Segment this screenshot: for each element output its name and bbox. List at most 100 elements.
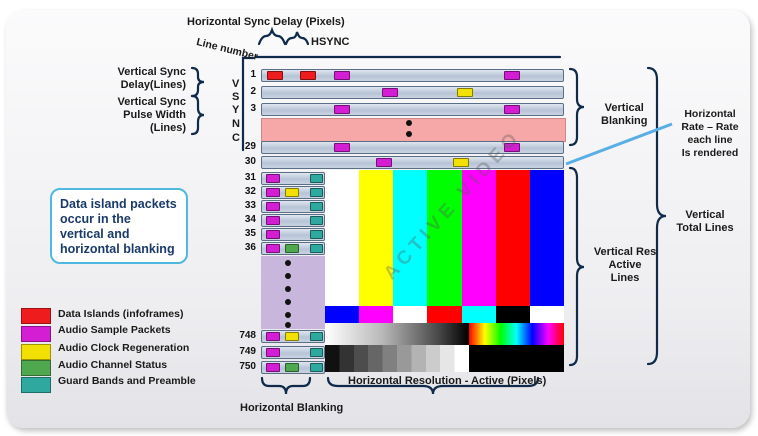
horizontal-res-active-label: Horizontal Resolution - Active (Pixels): [348, 375, 547, 387]
line-row-2: [261, 86, 564, 99]
color-bar: [495, 170, 531, 306]
ellipsis-dot: [285, 260, 291, 266]
horizontal-rate-callout-line: [565, 122, 673, 166]
gray-gradient: [325, 323, 469, 345]
legend-swatch-audio-sample: [21, 326, 51, 342]
line-number: 2: [250, 86, 256, 97]
line-number: 3: [250, 103, 256, 114]
audio-clock-packet: [285, 332, 299, 341]
guard-band-packet: [310, 348, 323, 357]
reverse-color-bar: [529, 306, 564, 323]
guard-band-packet: [310, 174, 323, 183]
vsync-delay-brace: [190, 66, 205, 98]
reverse-color-bar: [359, 306, 394, 323]
legend-swatch-guard-bands: [21, 377, 51, 393]
audio-sample-packet: [504, 105, 520, 114]
color-bar: [461, 170, 497, 306]
horizontal-blanking-area: [261, 256, 325, 329]
legend-label-audio-clock: Audio Clock Regeneration: [58, 342, 190, 354]
data-island-packet: [300, 71, 316, 80]
guard-band-packet: [310, 188, 323, 197]
audio-sample-packet: [376, 158, 392, 167]
audio-sample-packet: [266, 174, 280, 183]
vertical-blanking-brace: [568, 67, 585, 147]
active-video-area: [325, 170, 564, 372]
color-bar: [529, 170, 564, 306]
vertical-blanking-label: Vertical Blanking: [601, 102, 648, 127]
guard-band-packet: [310, 230, 323, 239]
reverse-color-bar: [393, 306, 428, 323]
horizontal-blanking-brace: [260, 376, 312, 395]
audio-sample-packet: [382, 88, 398, 97]
guard-band-packet: [310, 244, 323, 253]
vertical-res-brace: [568, 166, 585, 367]
line-number: 34: [244, 214, 256, 225]
legend-swatch-audio-channel: [21, 360, 51, 376]
spectrum-gradient: [469, 323, 564, 345]
color-bar: [427, 170, 463, 306]
line-number: 36: [244, 242, 256, 253]
ellipsis-dot: [285, 312, 291, 318]
audio-sample-packet: [266, 202, 280, 211]
legend-label-audio-sample: Audio Sample Packets: [58, 324, 171, 336]
ellipsis-dot: [406, 120, 412, 126]
line-number: 31: [244, 172, 256, 183]
audio-sample-packet: [504, 143, 520, 152]
h-sync-delay-label: Horizontal Sync Delay (Pixels): [187, 16, 345, 28]
vertical-total-brace: [646, 66, 667, 366]
reverse-color-bar: [461, 306, 497, 323]
hsync-brace: [284, 31, 310, 46]
ellipsis-dot: [285, 286, 291, 292]
legend-label-guard-bands: Guard Bands and Preamble: [58, 375, 196, 387]
horizontal-blanking-label: Horizontal Blanking: [240, 402, 344, 414]
line-number: 33: [244, 200, 256, 211]
horizontal-res-brace: [326, 376, 540, 395]
audio-sample-packet: [504, 71, 520, 80]
vsync-letter-v: V: [232, 78, 240, 90]
legend-swatch-audio-clock: [21, 344, 51, 360]
vsync-pulse-label: Vertical Sync Pulse Width (Lines): [117, 96, 187, 134]
color-bar: [359, 170, 394, 306]
legend-label-audio-channel: Audio Channel Status: [58, 359, 168, 371]
line-number: 748: [239, 330, 256, 341]
line-number: 750: [239, 361, 256, 372]
ellipsis-dot: [285, 322, 291, 328]
audio-channel-status-packet: [285, 363, 299, 372]
audio-sample-packet: [266, 348, 280, 357]
ellipsis-dot: [285, 273, 291, 279]
vsync-letter-y: Y: [232, 104, 240, 116]
guard-band-packet: [310, 363, 323, 372]
vertical-res-active-label: Vertical Res Active Lines: [593, 246, 657, 284]
audio-sample-packet: [266, 188, 280, 197]
guard-band-packet: [310, 216, 323, 225]
hsync-delay-brace: [257, 26, 287, 46]
audio-sample-packet: [334, 105, 350, 114]
line-number: 32: [244, 186, 256, 197]
audio-sample-packet: [266, 230, 280, 239]
ellipsis-dot: [285, 299, 291, 305]
color-bar: [325, 170, 360, 306]
line-number: 749: [239, 346, 256, 357]
vertical-total-label: Vertical Total Lines: [676, 209, 734, 234]
horizontal-rate-label: Horizontal Rate – Rate each line Is rend…: [681, 108, 739, 159]
line-number: 30: [244, 156, 256, 167]
audio-sample-packet: [334, 143, 350, 152]
audio-clock-packet: [453, 158, 469, 167]
reverse-color-bar: [427, 306, 463, 323]
data-island-packet: [267, 71, 283, 80]
line-number: 29: [244, 141, 256, 152]
audio-sample-packet: [266, 332, 280, 341]
vsync-letter-s: S: [232, 91, 240, 103]
legend-label-data-islands: Data Islands (infoframes): [58, 308, 184, 320]
audio-sample-packet: [266, 216, 280, 225]
hsync-label: HSYNC: [311, 36, 350, 48]
gray-steps: [325, 345, 469, 372]
line-row-30: [261, 156, 564, 169]
audio-clock-packet: [457, 88, 473, 97]
guard-band-packet: [310, 202, 323, 211]
vsync-letter-n: N: [232, 118, 240, 130]
audio-sample-packet: [266, 363, 280, 372]
vsync-delay-label: Vertical Sync Delay(Lines): [117, 66, 187, 91]
line-number: 1: [250, 69, 256, 80]
